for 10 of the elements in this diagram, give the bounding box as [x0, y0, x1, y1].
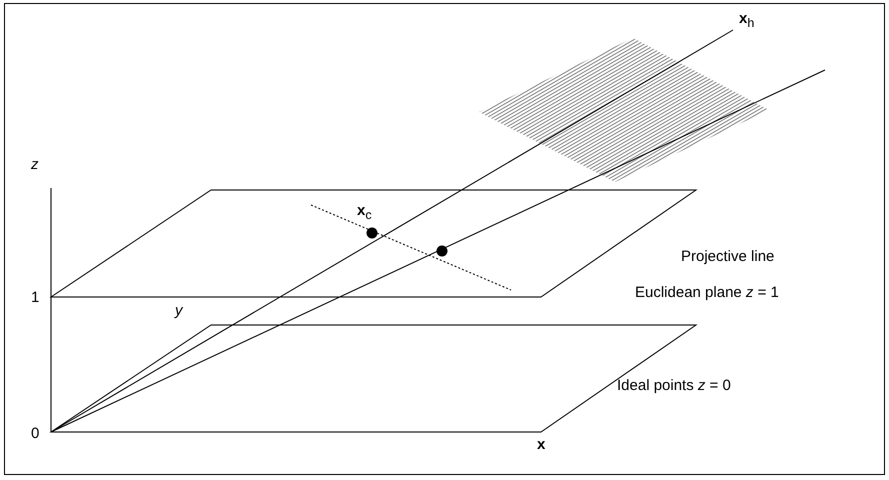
- axis-label: Projective line: [681, 248, 774, 266]
- axis-label: z: [31, 156, 38, 174]
- axis-label: x: [537, 436, 546, 454]
- axis-label: 1: [31, 289, 40, 307]
- axis-label: Euclidean plane z = 1: [635, 284, 779, 302]
- axis-label: 0: [31, 425, 40, 443]
- axis-label: y: [175, 302, 182, 320]
- axis-label: Ideal points z = 0: [617, 377, 731, 395]
- axis-label: x$_{h}$: [739, 10, 754, 32]
- axis-label: x$_{c}$: [357, 202, 372, 224]
